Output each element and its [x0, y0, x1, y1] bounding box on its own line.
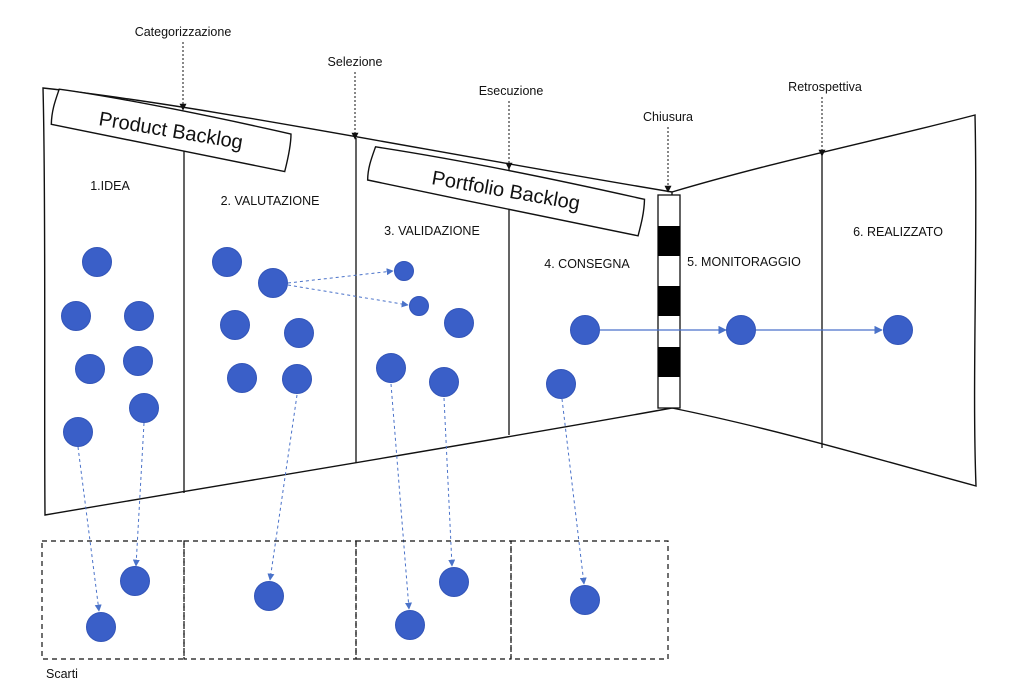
discard-arrow-idea-2 [132, 422, 145, 567]
discard-label: Scarti [46, 667, 78, 681]
item-dot [282, 364, 312, 394]
item-dot [63, 417, 93, 447]
discarded-dot [439, 567, 469, 597]
item-dot [123, 346, 153, 376]
stage-idea: 1.IDEA [90, 179, 130, 193]
item-dot [82, 247, 112, 277]
discarded-dot [570, 585, 600, 615]
discarded-dot [254, 581, 284, 611]
work-items [61, 247, 913, 642]
discarded-dot [395, 610, 425, 640]
split-arrow-lower [287, 284, 409, 308]
item-dot [394, 261, 414, 281]
item-dot [570, 315, 600, 345]
discarded-dot [120, 566, 150, 596]
portfolio-backlog-banner: Portfolio Backlog [366, 146, 646, 237]
item-dot [258, 268, 288, 298]
phase-selezione: Selezione [328, 55, 383, 69]
discarded-dot [86, 612, 116, 642]
phase-chiusura: Chiusura [643, 110, 693, 124]
discard-box-3 [355, 540, 512, 660]
discard-box-2 [183, 540, 357, 660]
phase-retrospettiva: Retrospettiva [788, 80, 862, 94]
discard-arrow-idea-1 [77, 446, 102, 612]
discard-box-4 [510, 540, 669, 660]
discard-arrow-validazione-2 [443, 397, 456, 567]
discard-arrow-consegna [561, 398, 587, 585]
item-dot [726, 315, 756, 345]
item-dot [129, 393, 159, 423]
stage-realizzato: 6. REALIZZATO [853, 225, 943, 239]
item-dot [376, 353, 406, 383]
product-backlog-banner: Product Backlog [50, 88, 292, 173]
discard-arrow-valutazione [267, 394, 298, 581]
discard-arrow-validazione-1 [390, 383, 412, 610]
split-arrow-upper [287, 268, 394, 284]
item-dot [546, 369, 576, 399]
item-dot [124, 301, 154, 331]
stage-monitoraggio: 5. MONITORAGGIO [687, 255, 801, 269]
item-dot [429, 367, 459, 397]
board-right-outline [671, 114, 977, 487]
phase-categorizzazione: Categorizzazione [135, 25, 232, 39]
item-dot [212, 247, 242, 277]
item-dot [75, 354, 105, 384]
item-dot [220, 310, 250, 340]
discard-box-1 [41, 540, 185, 660]
phase-esecuzione: Esecuzione [479, 84, 544, 98]
item-dot [444, 308, 474, 338]
discard-area [41, 540, 669, 660]
item-dot [61, 301, 91, 331]
item-dot [409, 296, 429, 316]
closure-gate [657, 194, 681, 409]
stage-valutazione: 2. VALUTAZIONE [221, 194, 320, 208]
item-dot [227, 363, 257, 393]
stage-consegna: 4. CONSEGNA [544, 257, 630, 271]
board-left-outline [42, 87, 673, 516]
stage-validazione: 3. VALIDAZIONE [384, 224, 480, 238]
item-dot [284, 318, 314, 348]
item-dot [883, 315, 913, 345]
